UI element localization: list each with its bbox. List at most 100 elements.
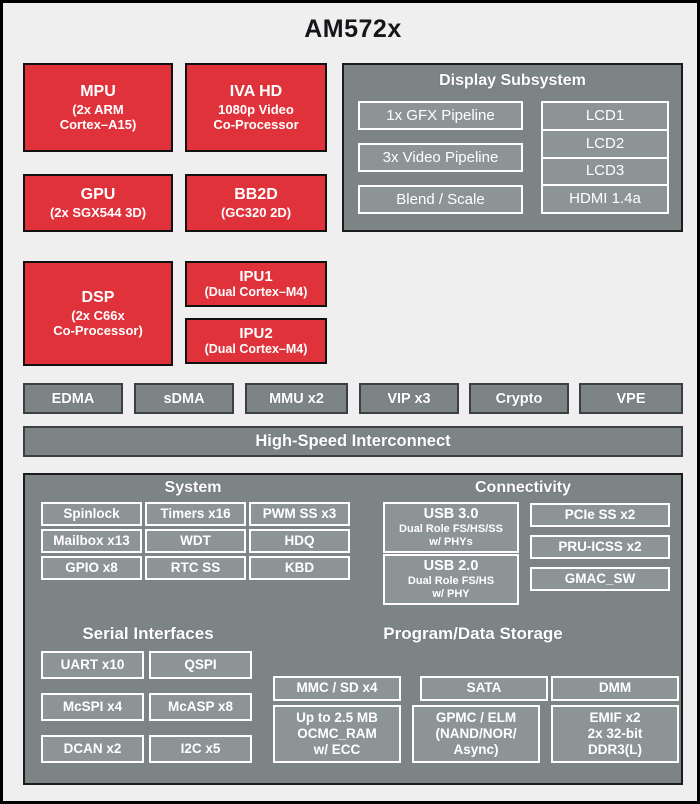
serial-item-mcspi-label: McSPI x4: [62, 698, 123, 714]
bb2d-label: BB2D: [234, 185, 278, 203]
iva-hd-label: IVA HD: [229, 82, 283, 100]
system-item-spinlock[interactable]: Spinlock: [41, 502, 142, 526]
display-pipeline-video[interactable]: 3x Video Pipeline: [358, 143, 523, 172]
storage-item-ocmc-ram[interactable]: Up to 2.5 MB OCMC_RAM w/ ECC: [273, 705, 401, 763]
storage-item-mmc-sd[interactable]: MMC / SD x4: [273, 676, 401, 701]
serial-item-uart[interactable]: UART x10: [41, 651, 144, 679]
processor-block-bb2d[interactable]: BB2D (GC320 2D): [185, 174, 327, 232]
bar-crypto-label: Crypto: [495, 390, 543, 407]
system-item-rtc-ss-label: RTC SS: [170, 559, 221, 575]
storage-item-emif-line-2: 2x 32-bit: [587, 725, 643, 741]
connectivity-usb2[interactable]: USB 2.0 Dual Role FS/HS w/ PHY: [383, 554, 519, 605]
storage-item-gpmc-elm-line-1: GPMC / ELM: [435, 709, 517, 725]
system-item-kbd[interactable]: KBD: [249, 556, 350, 580]
high-speed-interconnect[interactable]: High-Speed Interconnect: [23, 426, 683, 457]
storage-item-gpmc-elm-line-2: (NAND/NOR/: [435, 725, 517, 741]
serial-item-qspi[interactable]: QSPI: [149, 651, 252, 679]
display-pipeline-blend-scale[interactable]: Blend / Scale: [358, 185, 523, 214]
bar-edma-label: EDMA: [51, 390, 95, 407]
storage-item-ocmc-ram-line-1: Up to 2.5 MB: [296, 709, 378, 725]
mpu-detail-1: (2x ARM: [72, 101, 124, 117]
connectivity-gmac-sw-label: GMAC_SW: [564, 570, 636, 586]
bar-vip-label: VIP x3: [387, 390, 431, 407]
display-subsystem-title: Display Subsystem: [439, 72, 586, 89]
serial-item-mcasp[interactable]: McASP x8: [149, 693, 252, 721]
storage-item-sata[interactable]: SATA: [420, 676, 548, 701]
mpu-label: MPU: [80, 82, 116, 100]
storage-item-dmm[interactable]: DMM: [551, 676, 679, 701]
storage-item-emif-line-1: EMIF x2: [589, 709, 641, 725]
display-pipeline-gfx-label: 1x GFX Pipeline: [386, 106, 495, 124]
serial-item-mcspi[interactable]: McSPI x4: [41, 693, 144, 721]
display-output-lcd1[interactable]: LCD1: [543, 103, 667, 131]
processor-block-dsp[interactable]: DSP (2x C66x Co-Processor): [23, 261, 173, 366]
system-item-pwm-ss-label: PWM SS x3: [262, 505, 337, 521]
bb2d-detail-1: (GC320 2D): [220, 204, 292, 220]
connectivity-pru-icss[interactable]: PRU-ICSS x2: [530, 535, 670, 559]
display-output-lcd2-label: LCD2: [585, 134, 625, 152]
bar-mmu[interactable]: MMU x2: [245, 383, 348, 414]
high-speed-interconnect-label: High-Speed Interconnect: [255, 432, 451, 450]
connectivity-gmac-sw[interactable]: GMAC_SW: [530, 567, 670, 591]
serial-item-dcan-label: DCAN x2: [63, 740, 122, 756]
bar-vip[interactable]: VIP x3: [359, 383, 459, 414]
serial-item-i2c-label: I2C x5: [180, 740, 221, 756]
connectivity-pru-icss-label: PRU-ICSS x2: [558, 538, 642, 554]
system-item-pwm-ss[interactable]: PWM SS x3: [249, 502, 350, 526]
mpu-detail-2: Cortex–A15): [59, 116, 137, 132]
bar-sdma-label: sDMA: [163, 390, 205, 407]
processor-block-ipu1[interactable]: IPU1 (Dual Cortex–M4): [185, 261, 327, 307]
processor-block-iva-hd[interactable]: IVA HD 1080p Video Co-Processor: [185, 63, 327, 152]
storage-item-sata-label: SATA: [466, 680, 502, 696]
display-output-hdmi[interactable]: HDMI 1.4a: [543, 186, 667, 212]
serial-item-dcan[interactable]: DCAN x2: [41, 735, 144, 763]
connectivity-usb3-label: USB 3.0: [423, 505, 479, 522]
storage-item-emif-line-3: DDR3(L): [588, 742, 642, 758]
display-output-lcd2[interactable]: LCD2: [543, 130, 667, 159]
display-pipeline-gfx[interactable]: 1x GFX Pipeline: [358, 101, 523, 130]
storage-item-gpmc-elm[interactable]: GPMC / ELM (NAND/NOR/ Async): [412, 705, 540, 763]
bar-vpe[interactable]: VPE: [579, 383, 683, 414]
system-item-rtc-ss[interactable]: RTC SS: [145, 556, 246, 580]
processor-block-ipu2[interactable]: IPU2 (Dual Cortex–M4): [185, 318, 327, 364]
ipu1-label: IPU1: [239, 267, 273, 285]
connectivity-usb3-detail-1: Dual Role FS/HS/SS: [399, 523, 503, 535]
connectivity-usb2-detail-1: Dual Role FS/HS: [407, 575, 495, 587]
bar-crypto[interactable]: Crypto: [469, 383, 569, 414]
storage-item-ocmc-ram-line-2: OCMC_RAM: [297, 725, 377, 741]
serial-item-qspi-label: QSPI: [184, 656, 217, 672]
serial-item-uart-label: UART x10: [60, 656, 125, 672]
storage-item-gpmc-elm-line-3: Async): [453, 742, 499, 758]
storage-item-emif[interactable]: EMIF x2 2x 32-bit DDR3(L): [551, 705, 679, 763]
connectivity-usb3-detail-2: w/ PHYs: [429, 536, 473, 549]
storage-item-ocmc-ram-line-3: w/ ECC: [313, 742, 361, 758]
serial-item-i2c[interactable]: I2C x5: [149, 735, 252, 763]
page-title: AM572x: [304, 15, 402, 43]
dsp-label: DSP: [81, 288, 115, 306]
bar-sdma[interactable]: sDMA: [134, 383, 234, 414]
system-group-title: System: [164, 479, 222, 496]
system-item-timers[interactable]: Timers x16: [145, 502, 246, 526]
display-output-lcd1-label: LCD1: [585, 106, 625, 124]
display-output-lcd3[interactable]: LCD3: [543, 158, 667, 187]
connectivity-usb3[interactable]: USB 3.0 Dual Role FS/HS/SS w/ PHYs: [383, 502, 519, 553]
system-item-gpio[interactable]: GPIO x8: [41, 556, 142, 580]
system-item-mailbox[interactable]: Mailbox x13: [41, 529, 142, 553]
system-item-gpio-label: GPIO x8: [65, 559, 118, 575]
system-item-wdt[interactable]: WDT: [145, 529, 246, 553]
gpu-detail-1: (2x SGX544 3D): [49, 204, 147, 220]
bar-edma[interactable]: EDMA: [23, 383, 123, 414]
storage-item-mmc-sd-label: MMC / SD x4: [296, 680, 378, 696]
iva-hd-detail-2: Co-Processor: [213, 116, 299, 132]
display-output-lcd3-label: LCD3: [585, 162, 625, 180]
system-item-hdq[interactable]: HDQ: [249, 529, 350, 553]
connectivity-pcie-ss-label: PCIe SS x2: [564, 506, 636, 522]
processor-block-gpu[interactable]: GPU (2x SGX544 3D): [23, 174, 173, 232]
processor-block-mpu[interactable]: MPU (2x ARM Cortex–A15): [23, 63, 173, 152]
serial-interfaces-group-title: Serial Interfaces: [82, 624, 214, 643]
connectivity-pcie-ss[interactable]: PCIe SS x2: [530, 503, 670, 527]
ipu1-detail-1: (Dual Cortex–M4): [204, 285, 308, 300]
serial-item-mcasp-label: McASP x8: [167, 698, 234, 714]
bar-vpe-label: VPE: [616, 390, 646, 407]
